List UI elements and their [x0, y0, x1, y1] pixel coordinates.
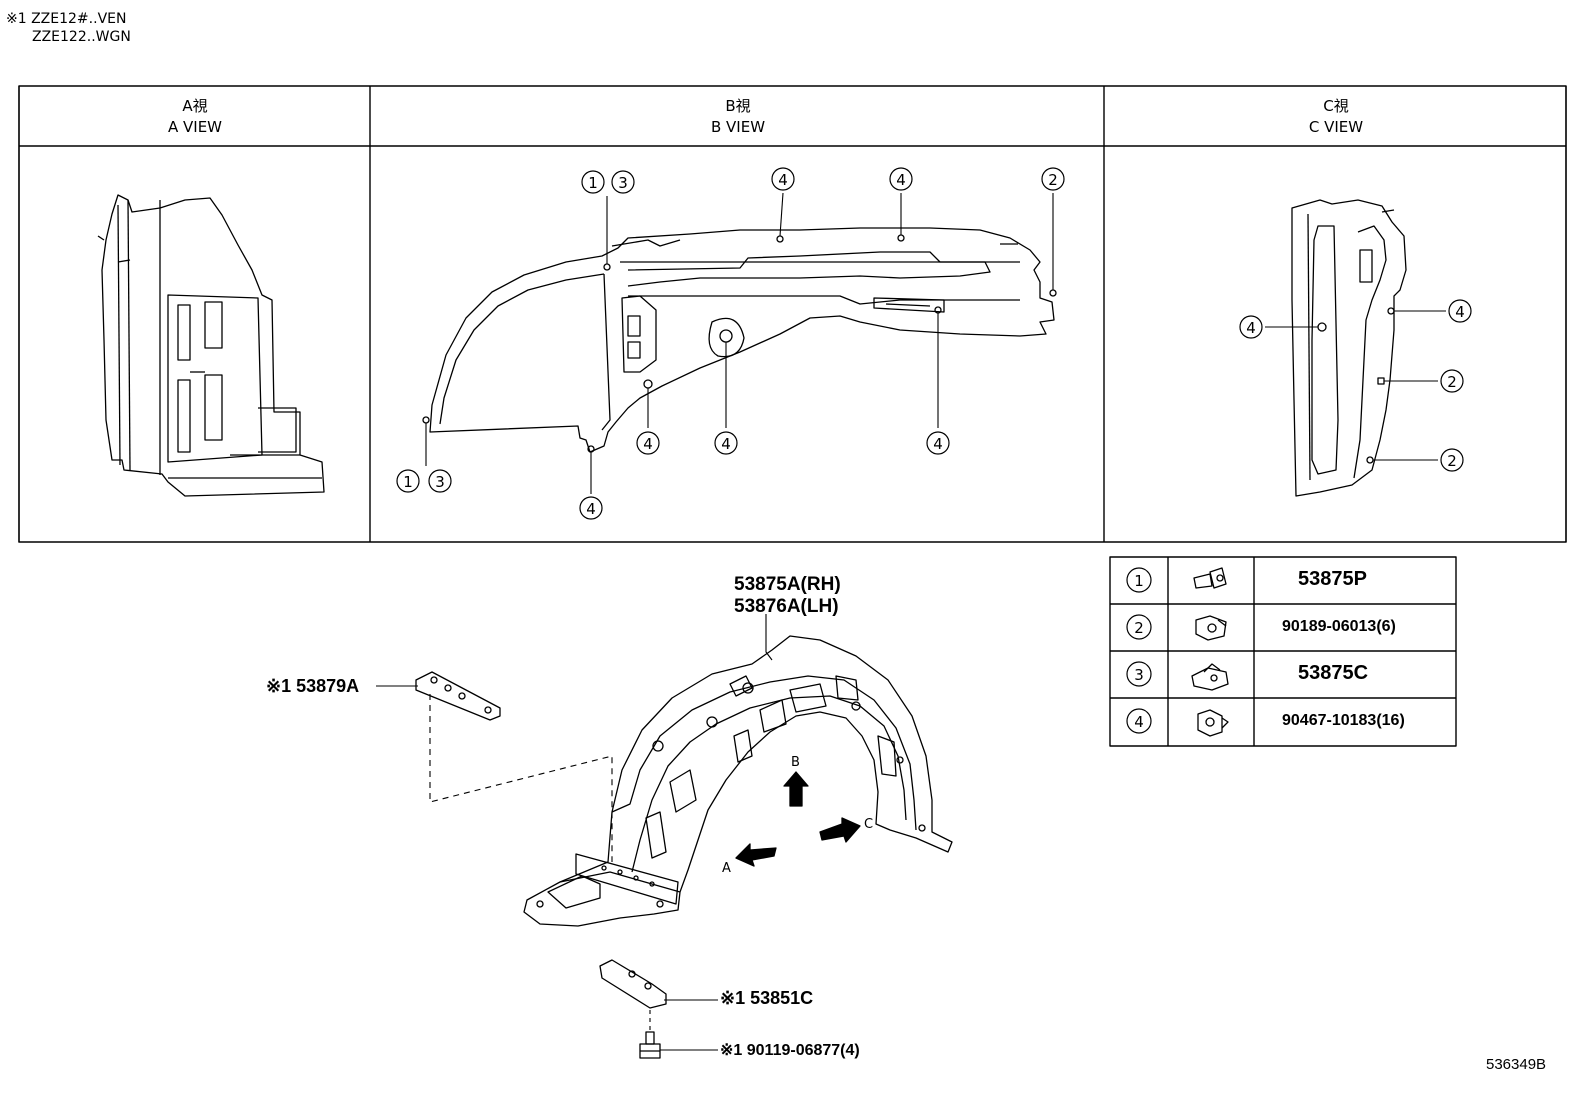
legend-no: 2 — [1134, 619, 1144, 637]
legend-no: 4 — [1134, 713, 1144, 731]
part-bracket-bottom: ※1 53851C — [720, 988, 814, 1008]
callout-text: 4 — [721, 435, 731, 453]
arrow-b-icon — [783, 771, 809, 807]
callout-b-2-top — [1041, 167, 1065, 191]
legend-part-4: 90467-10183(16) — [1282, 712, 1405, 729]
b-view-drawing — [422, 227, 1057, 453]
legend-part-3: 53875C — [1298, 662, 1369, 684]
callout-b-4-top-a — [771, 167, 795, 191]
part-liner-rh: 53875A(RH) — [734, 574, 841, 595]
view-b-header: B視 B VIEW — [372, 96, 1104, 138]
vehicle-note: ※1 ZZE12#..VEN ZZE122..WGN — [6, 10, 131, 46]
callout-text: 2 — [1447, 373, 1457, 391]
callout-text: 4 — [778, 171, 788, 189]
arrow-b-label: B — [791, 755, 800, 770]
callout-b-4-mid-c — [926, 431, 950, 455]
callout-text: 4 — [586, 500, 596, 518]
liner-leader — [765, 614, 773, 661]
callout-b-3-top — [611, 170, 635, 194]
callout-b-4-bottom — [579, 496, 603, 520]
callout-c-4-right — [1448, 299, 1472, 323]
clip-icon — [1191, 663, 1229, 691]
legend-circle-4 — [1126, 708, 1152, 734]
views-frame — [18, 85, 1567, 543]
callout-text: 4 — [1455, 303, 1465, 321]
arrow-a-label: A — [722, 861, 731, 876]
callout-text: 4 — [896, 171, 906, 189]
legend-circle-2 — [1126, 614, 1152, 640]
part-bracket-top: ※1 53879A — [266, 676, 360, 696]
callout-text: 1 — [588, 174, 598, 192]
callout-b-4-mid-a — [636, 431, 660, 455]
legend-part-1: 53875P — [1298, 568, 1367, 590]
view-b-jp: B視 — [725, 97, 751, 115]
callout-text: 3 — [618, 174, 628, 192]
callout-circles — [396, 167, 1472, 734]
fender-liner-drawing — [523, 635, 953, 927]
view-a-header: A視 A VIEW — [20, 96, 370, 138]
note-line1: ZZE12#..VEN — [31, 11, 127, 27]
legend-circle-1 — [1126, 567, 1152, 593]
legend-no: 3 — [1134, 666, 1144, 684]
bracket-top-dashed-line — [429, 694, 613, 862]
callout-b-4-mid-b — [714, 431, 738, 455]
legend-table-frame — [1109, 556, 1457, 747]
callout-text: 4 — [1246, 319, 1256, 337]
callout-text: 1 — [403, 473, 413, 491]
arrow-c-icon — [819, 817, 861, 843]
legend-circle-3 — [1126, 661, 1152, 687]
callout-b-4-top-b — [889, 167, 913, 191]
callout-text: 2 — [1048, 171, 1058, 189]
arrow-c-label: C — [864, 817, 873, 832]
bracket-53879a-drawing — [415, 671, 501, 721]
screw-90119-drawing — [639, 1031, 661, 1059]
callout-b-3-bottom — [428, 469, 452, 493]
view-a-en: A VIEW — [167, 118, 223, 136]
direction-arrows — [735, 771, 861, 867]
part-screw: ※1 90119-06877(4) — [720, 1042, 860, 1059]
callout-text: 4 — [643, 435, 653, 453]
callout-text: 3 — [435, 473, 445, 491]
b-view-leaders — [425, 192, 1054, 494]
callout-c-2-lower — [1440, 448, 1464, 472]
nut-icon — [1195, 615, 1227, 641]
push-clip-icon — [1197, 709, 1229, 737]
view-a-jp: A視 — [182, 97, 208, 115]
c-view-drawing — [1291, 199, 1407, 497]
view-c-header: C視 C VIEW — [1106, 96, 1566, 138]
bolt-icon — [1193, 567, 1227, 589]
part-liner-lh: 53876A(LH) — [734, 596, 839, 617]
note-line2: ZZE122..WGN — [32, 29, 131, 45]
view-c-jp: C視 — [1323, 97, 1349, 115]
note-mark: ※1 — [6, 11, 27, 27]
callout-c-4-left — [1239, 315, 1263, 339]
callout-c-2-upper — [1440, 369, 1464, 393]
legend-part-2: 90189-06013(6) — [1282, 618, 1396, 635]
diagram-id: 536349B — [1486, 1056, 1547, 1073]
callout-b-1-top — [581, 170, 605, 194]
c-view-leaders — [1265, 310, 1446, 461]
legend-no: 1 — [1134, 572, 1144, 590]
a-view-drawing — [97, 194, 325, 497]
callout-text: 4 — [933, 435, 943, 453]
view-c-en: C VIEW — [1308, 118, 1364, 136]
callout-b-1-bottom — [396, 469, 420, 493]
bracket-53851c-drawing — [599, 959, 667, 1009]
arrow-a-icon — [735, 843, 777, 867]
callout-text: 2 — [1447, 452, 1457, 470]
view-b-en: B VIEW — [710, 118, 766, 136]
